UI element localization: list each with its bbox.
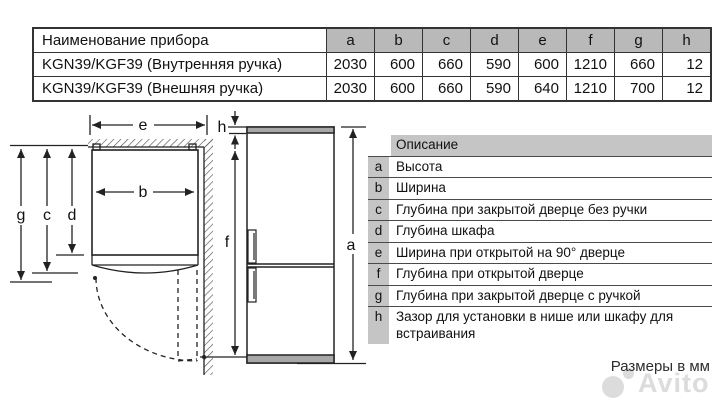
legend-key: g [368,285,389,306]
legend-row: b Ширина [368,177,712,199]
dimensions-table: Наименование прибора a b c d e f g h KGN… [32,27,712,102]
table-cell: 640 [518,76,566,100]
legend-table: Описание a Высота b Ширина c Глубина при… [368,135,712,344]
dimensions-table-header-h: h [662,29,710,52]
table-cell: 1210 [566,52,614,76]
table-cell: 600 [518,52,566,76]
legend-text: Зазор для установки в нише или шкафу для… [396,309,674,341]
table-cell: 12 [662,76,710,100]
dim-line-f [200,151,247,358]
dimensions-table-header-name: Наименование прибора [42,32,209,49]
table-cell: 600 [374,52,422,76]
legend-text: Глубина шкафа [396,223,495,238]
dimensions-table-header-d: d [470,29,518,52]
dimensions-table-header-g: g [614,29,662,52]
dim-label-b: b [139,184,148,201]
dim-label-c: c [43,207,51,224]
legend-key: e [368,242,389,263]
dim-label-h: h [218,119,227,136]
dim-line-a [297,126,366,365]
table-cell: 12 [662,52,710,76]
legend-text: Ширина [396,180,446,195]
legend-row: f Глубина при открытой дверце [368,263,712,285]
closed-door [91,255,199,274]
fridge-bottom-strip [246,354,335,364]
avito-logo-icon [602,376,624,398]
table-cell: 2030 [326,52,374,76]
open-door-dashed [95,270,198,362]
dim-label-g: g [17,207,26,224]
door-handles [247,229,257,303]
dimensions-table-header-a: a [326,29,374,52]
legend-row: e Ширина при открытой на 90° дверце [368,241,712,263]
legend-key [368,135,389,156]
dim-line-d [56,149,84,256]
dim-line-c [32,149,78,274]
dim-label-f: f [225,234,230,251]
dim-line-h [228,111,247,149]
legend-key: a [368,156,389,177]
door-pivot-dot [93,276,97,280]
units-note: Размеры в мм [610,358,710,375]
table-cell: 660 [422,76,470,100]
legend-header: Описание [391,135,712,156]
dim-label-e: e [139,117,148,134]
table-cell: 660 [614,52,662,76]
dim-line-g [10,149,52,283]
dimensions-table-header-c: c [422,29,470,52]
table-cell: 590 [470,76,518,100]
legend-text: Высота [396,158,443,174]
hinge-right [188,143,197,151]
legend-row: g Глубина при закрытой дверце с ручкой [368,284,712,306]
table-cell: 1210 [566,76,614,100]
legend-key: c [368,199,389,220]
table-cell: 600 [374,76,422,100]
legend-key: h [368,307,389,344]
front-view [246,126,366,365]
table-row-model-name: KGN39/KGF39 (Внешняя ручка) [34,76,326,100]
dim-label-d: d [68,207,77,224]
table-cell: 590 [470,52,518,76]
avito-logo-icon [623,368,634,379]
fridge-front-body [246,126,335,364]
legend-row: h Зазор для установки в нише или шкафу д… [368,306,712,344]
legend-key: d [368,221,389,242]
table-cell: 660 [422,52,470,76]
table-cell: 700 [614,76,662,100]
table-cell: 2030 [326,76,374,100]
legend-row: a Высота [368,155,712,177]
dimensions-table-header-e: e [518,29,566,52]
hinge-left [92,143,101,151]
legend-text: Глубина при открытой дверце [396,266,584,281]
legend-text: Глубина при закрытой дверце без ручки [396,201,648,217]
legend-key: f [368,264,389,285]
legend-text: Ширина при открытой на 90° дверце [396,244,626,260]
dimensions-table-header-b: b [374,29,422,52]
wall-hatching [88,139,213,375]
watermark-text: Avito [638,368,710,398]
legend-header-row: Описание [368,135,712,156]
legend-row: c Глубина при закрытой дверце без ручки [368,198,712,220]
top-view [10,111,247,375]
dim-label-a: a [347,237,356,254]
dim-line-e [89,115,208,135]
dimensions-table-header-f: f [566,29,614,52]
table-row-model-name: KGN39/KGF39 (Внутренняя ручка) [34,52,326,76]
fridge-top-view-body [91,149,199,256]
legend-text: Глубина при закрытой дверце с ручкой [396,287,641,303]
installation-diagram: e h b g c d f a [10,111,366,375]
legend-row: d Глубина шкафа [368,220,712,242]
avito-watermark: Avito [598,366,718,402]
door-swing-arc [95,277,198,362]
legend-key: b [368,178,389,199]
fridge-top-strip [246,126,335,134]
